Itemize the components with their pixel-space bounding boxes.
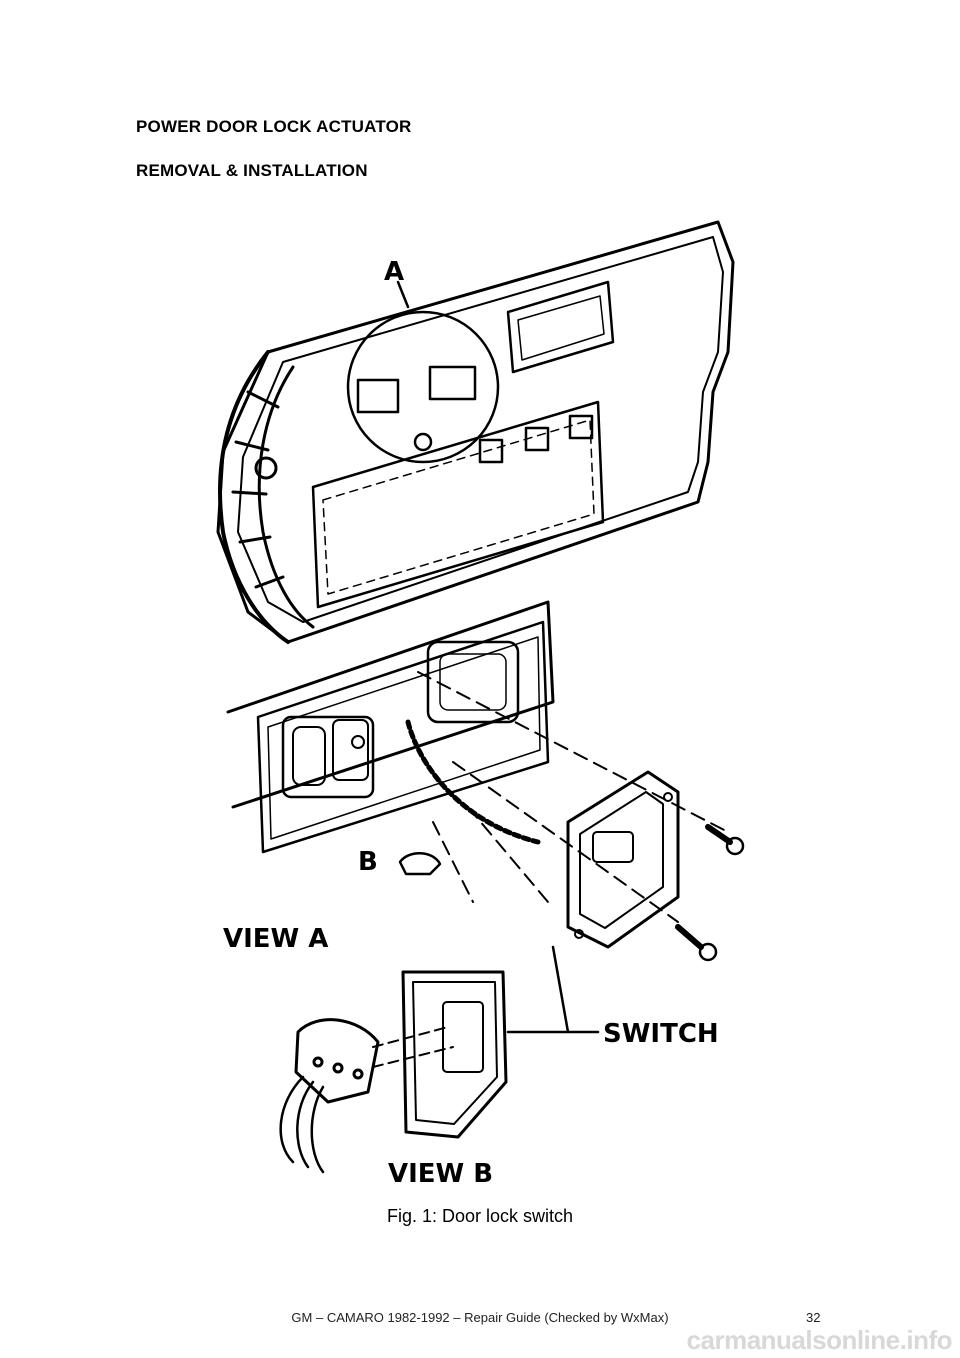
view-b-callout: B (358, 847, 378, 877)
watermark: carmanualsonline.info (686, 1325, 953, 1355)
view-b-detail-drawing (279, 945, 600, 1174)
view-a-label: VIEW A (223, 924, 328, 954)
figure-caption: Fig. 1: Door lock switch (386, 1206, 574, 1226)
section-subtitle: REMOVAL & INSTALLATION (136, 161, 368, 180)
page-footer: GM – CAMARO 1982-1992 – Repair Guide (Ch… (291, 1310, 669, 1325)
section-title: POWER DOOR LOCK ACTUATOR (136, 117, 412, 136)
page-number: 32 (806, 1310, 821, 1325)
switch-label: SWITCH (603, 1019, 719, 1049)
view-b-label: VIEW B (388, 1159, 493, 1189)
door-panel-drawing (216, 220, 735, 644)
door-lock-switch-illustration: A B VIEW A VIEW B SWITCH (208, 202, 753, 1202)
view-a-callout: A (384, 257, 404, 287)
view-a-detail-drawing (226, 600, 745, 962)
